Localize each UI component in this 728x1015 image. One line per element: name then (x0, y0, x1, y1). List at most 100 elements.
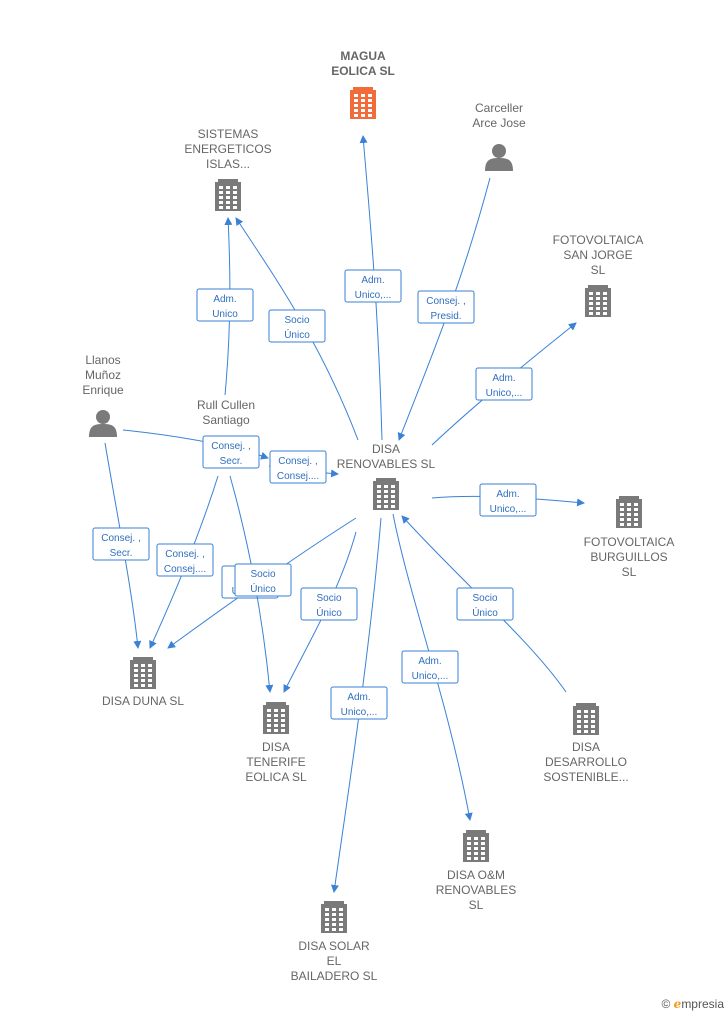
node-label[interactable]: Arce Jose (472, 116, 526, 130)
node-label[interactable]: MAGUA (340, 49, 386, 63)
edge-label-text: Presid. (430, 311, 461, 322)
node-label[interactable]: DISA O&M (447, 868, 505, 882)
node-label[interactable]: Llanos (85, 353, 120, 367)
relationship-edge[interactable]: Adm.Unico,... (392, 513, 473, 821)
building-icon[interactable] (130, 657, 156, 689)
edge-label-text: Consej. , (426, 296, 465, 307)
relationship-edge[interactable]: Adm.Unico,... (344, 135, 402, 441)
building-icon[interactable] (585, 285, 611, 317)
edge-label-box[interactable] (156, 543, 214, 577)
relationship-edge[interactable]: Consej. ,Consej.... (149, 475, 219, 649)
edge-label-box[interactable] (268, 309, 326, 343)
node-label[interactable]: Rull Cullen (197, 398, 255, 412)
node-label[interactable]: Enrique (82, 383, 124, 397)
relationship-edge[interactable]: Adm.Unico,... (330, 517, 388, 893)
node-label[interactable]: EOLICA SL (245, 770, 307, 784)
node-disaduna[interactable]: DISA DUNA SL (102, 657, 184, 708)
relationship-edge[interactable]: Adm.Unico (196, 217, 254, 396)
node-label[interactable]: RENOVABLES (436, 883, 516, 897)
edge-label-text: Secr. (220, 456, 243, 467)
building-icon[interactable] (373, 478, 399, 510)
building-icon[interactable] (350, 87, 376, 119)
node-label[interactable]: Santiago (202, 413, 250, 427)
edge-label-box[interactable] (344, 269, 402, 303)
edge-label-box[interactable] (401, 650, 459, 684)
building-icon[interactable] (215, 179, 241, 211)
node-label[interactable]: SOSTENIBLE... (543, 770, 628, 784)
node-label[interactable]: FOTOVOLTAICA (584, 535, 675, 549)
node-label[interactable]: SAN JORGE (563, 248, 632, 262)
building-icon[interactable] (616, 496, 642, 528)
edge-label-box[interactable] (92, 527, 150, 561)
node-label[interactable]: SL (622, 565, 637, 579)
node-label[interactable]: DISA SOLAR (298, 939, 370, 953)
node-sistemas[interactable]: SISTEMASENERGETICOSISLAS... (184, 127, 272, 211)
node-label[interactable]: ISLAS... (206, 157, 250, 171)
edge-label-box[interactable] (202, 435, 260, 469)
relationship-edge[interactable]: Consej. , Presid. (397, 177, 491, 441)
node-label[interactable]: DISA DUNA SL (102, 694, 184, 708)
edge-label-box[interactable] (330, 686, 388, 720)
edge-label-box[interactable] (300, 587, 358, 621)
edge-label-box[interactable] (456, 587, 514, 621)
node-label[interactable]: RENOVABLES SL (337, 457, 436, 471)
node-label[interactable]: BAILADERO SL (291, 969, 378, 983)
node-label[interactable]: Carceller (475, 101, 523, 115)
node-label[interactable]: EOLICA SL (331, 64, 395, 78)
node-label[interactable]: DESARROLLO (545, 755, 627, 769)
node-label[interactable]: FOTOVOLTAICA (553, 233, 644, 247)
building-icon[interactable] (573, 703, 599, 735)
node-label[interactable]: DISA (572, 740, 600, 754)
node-label[interactable]: SL (469, 898, 484, 912)
edge-label-box[interactable] (475, 367, 533, 401)
edge-label-box[interactable] (417, 290, 475, 324)
relationship-edge[interactable]: Adm.Unico,... (431, 483, 585, 517)
brand-logo-text: mpresia (681, 997, 724, 1011)
edge-label-text: Adm. (496, 489, 519, 500)
relationship-edge[interactable]: Consej. ,Consej.... (268, 450, 339, 484)
edge-label-text: Unico,... (412, 671, 449, 682)
relationship-edge[interactable]: Consej. ,Secr. (92, 442, 150, 649)
node-label[interactable]: SL (591, 263, 606, 277)
node-label[interactable]: TENERIFE (246, 755, 305, 769)
edge-label-box[interactable] (196, 288, 254, 322)
person-icon[interactable] (89, 410, 117, 437)
edge-label-box[interactable] (479, 483, 537, 517)
relationship-edge[interactable]: Adm.Unico,... (431, 322, 577, 446)
edge-label-box[interactable] (269, 450, 327, 484)
node-label[interactable]: ENERGETICOS (184, 142, 271, 156)
edge-label-text: Consej.... (277, 471, 319, 482)
person-icon[interactable] (485, 144, 513, 171)
node-label[interactable]: DISA (262, 740, 290, 754)
building-icon[interactable] (463, 830, 489, 862)
node-label[interactable]: Muñoz (85, 368, 121, 382)
node-disadesarrollo[interactable]: DISADESARROLLOSOSTENIBLE... (543, 703, 629, 784)
relationship-edge[interactable]: Consej. ,Secr. (122, 429, 269, 469)
edge-label-text: Secr. (110, 548, 133, 559)
edge-label-text: Unico (212, 309, 238, 320)
node-label[interactable]: BURGUILLOS (590, 550, 667, 564)
building-icon[interactable] (263, 702, 289, 734)
brand-logo-initial: e (673, 997, 682, 1011)
node-label[interactable]: DISA (372, 442, 400, 456)
edge-label-box[interactable] (234, 563, 292, 597)
node-label[interactable]: SISTEMAS (198, 127, 259, 141)
building-icon[interactable] (321, 901, 347, 933)
node-label[interactable]: EL (327, 954, 342, 968)
edge-label-text: Socio (250, 569, 275, 580)
edge-label-text: Unico,... (486, 388, 523, 399)
